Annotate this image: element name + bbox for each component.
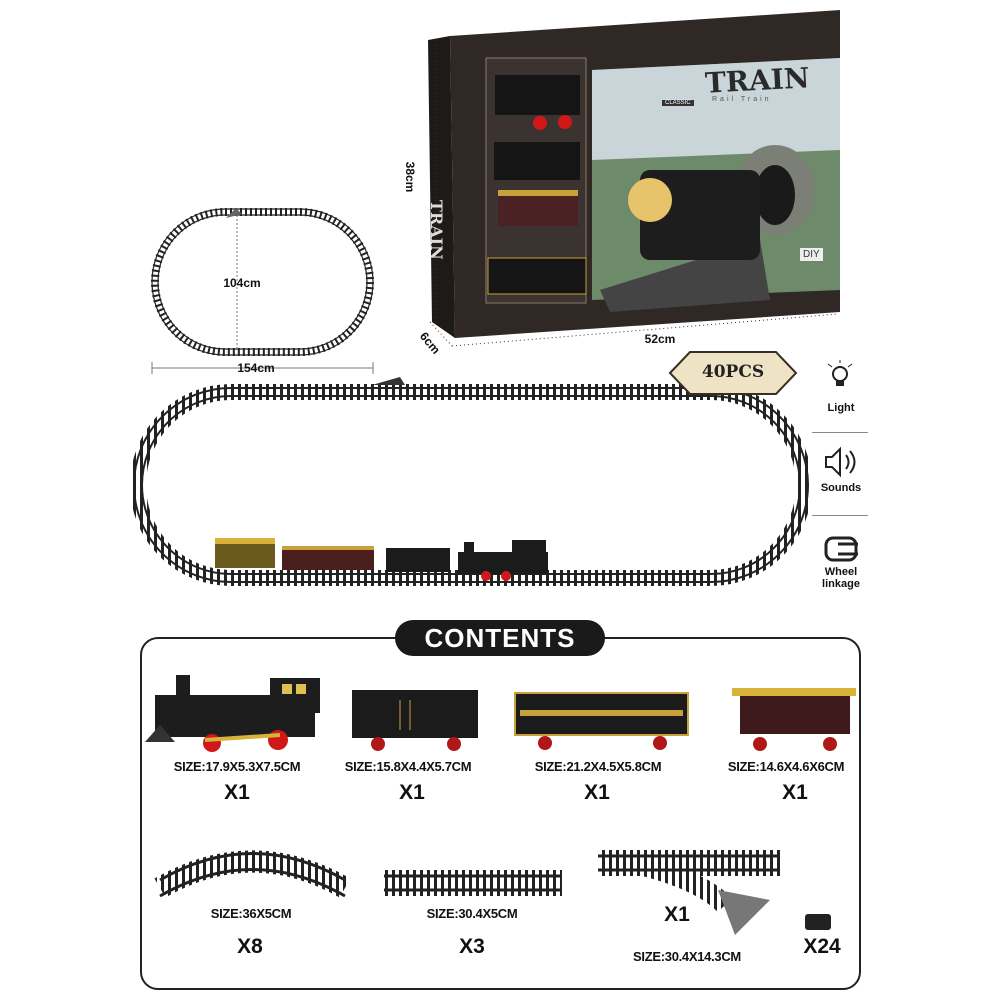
- passenger-car-image: [514, 692, 689, 750]
- box-width-label: 52cm: [644, 332, 676, 346]
- passenger-car-size: SIZE:21.2X4.5X5.8CM: [534, 759, 662, 774]
- feature-wheel-linkage-label: Wheel linkage: [822, 566, 860, 590]
- curved-track-qty: X8: [237, 935, 263, 958]
- straight-track-size: SIZE:30.4X5CM: [426, 906, 518, 921]
- box-diy-label: DIY: [800, 248, 823, 261]
- product-box: [428, 10, 840, 347]
- box-height-label: 38cm: [403, 161, 417, 193]
- track-connector-image: [805, 914, 831, 930]
- box-title: TRAIN: [704, 61, 811, 100]
- curved-track-image: [154, 850, 351, 898]
- locomotive-qty: X1: [224, 781, 250, 804]
- box-side-title: TRAIN: [427, 200, 446, 260]
- passenger-car-qty: X1: [584, 781, 610, 804]
- switch-track-image: [598, 850, 780, 935]
- box-classic-badge: CLASSIC: [662, 100, 694, 106]
- assembled-track: [130, 377, 812, 586]
- feature-divider: [812, 515, 868, 516]
- straight-track-qty: X3: [459, 935, 485, 958]
- switch-track-size: SIZE:30.4X14.3CM: [633, 949, 741, 964]
- freight-car-qty: X1: [399, 781, 425, 804]
- connector-qty: X24: [803, 935, 841, 958]
- speaker-icon: [825, 446, 856, 478]
- locomotive-size: SIZE:17.9X5.3X7.5CM: [173, 759, 301, 774]
- contents-title: CONTENTS: [395, 620, 605, 656]
- pieces-count: 40PCS: [701, 362, 765, 382]
- freight-car-image: [352, 690, 478, 751]
- locomotive-image: [145, 675, 320, 752]
- switch-track-qty: X1: [664, 903, 690, 926]
- curved-track-size: SIZE:36X5CM: [210, 906, 292, 921]
- light-bulb-icon: [827, 360, 853, 386]
- caboose-size: SIZE:14.6X4.6X6CM: [727, 759, 845, 774]
- straight-track-image: [384, 870, 562, 896]
- feature-light-label: Light: [827, 402, 855, 414]
- caboose-image: [732, 688, 856, 751]
- pieces-badge: 40PCS: [660, 348, 806, 398]
- caboose-qty: X1: [782, 781, 808, 804]
- freight-car-size: SIZE:15.8X4.4X5.7CM: [344, 759, 472, 774]
- layout-width-label: 154cm: [237, 361, 275, 375]
- track-layout-diagram: [151, 208, 374, 374]
- box-subtitle: Rail Train: [712, 96, 772, 103]
- feature-divider: [812, 432, 868, 433]
- layout-length-label: 104cm: [223, 276, 261, 290]
- wheel-linkage-icon: [824, 536, 858, 562]
- feature-sounds-label: Sounds: [820, 482, 862, 494]
